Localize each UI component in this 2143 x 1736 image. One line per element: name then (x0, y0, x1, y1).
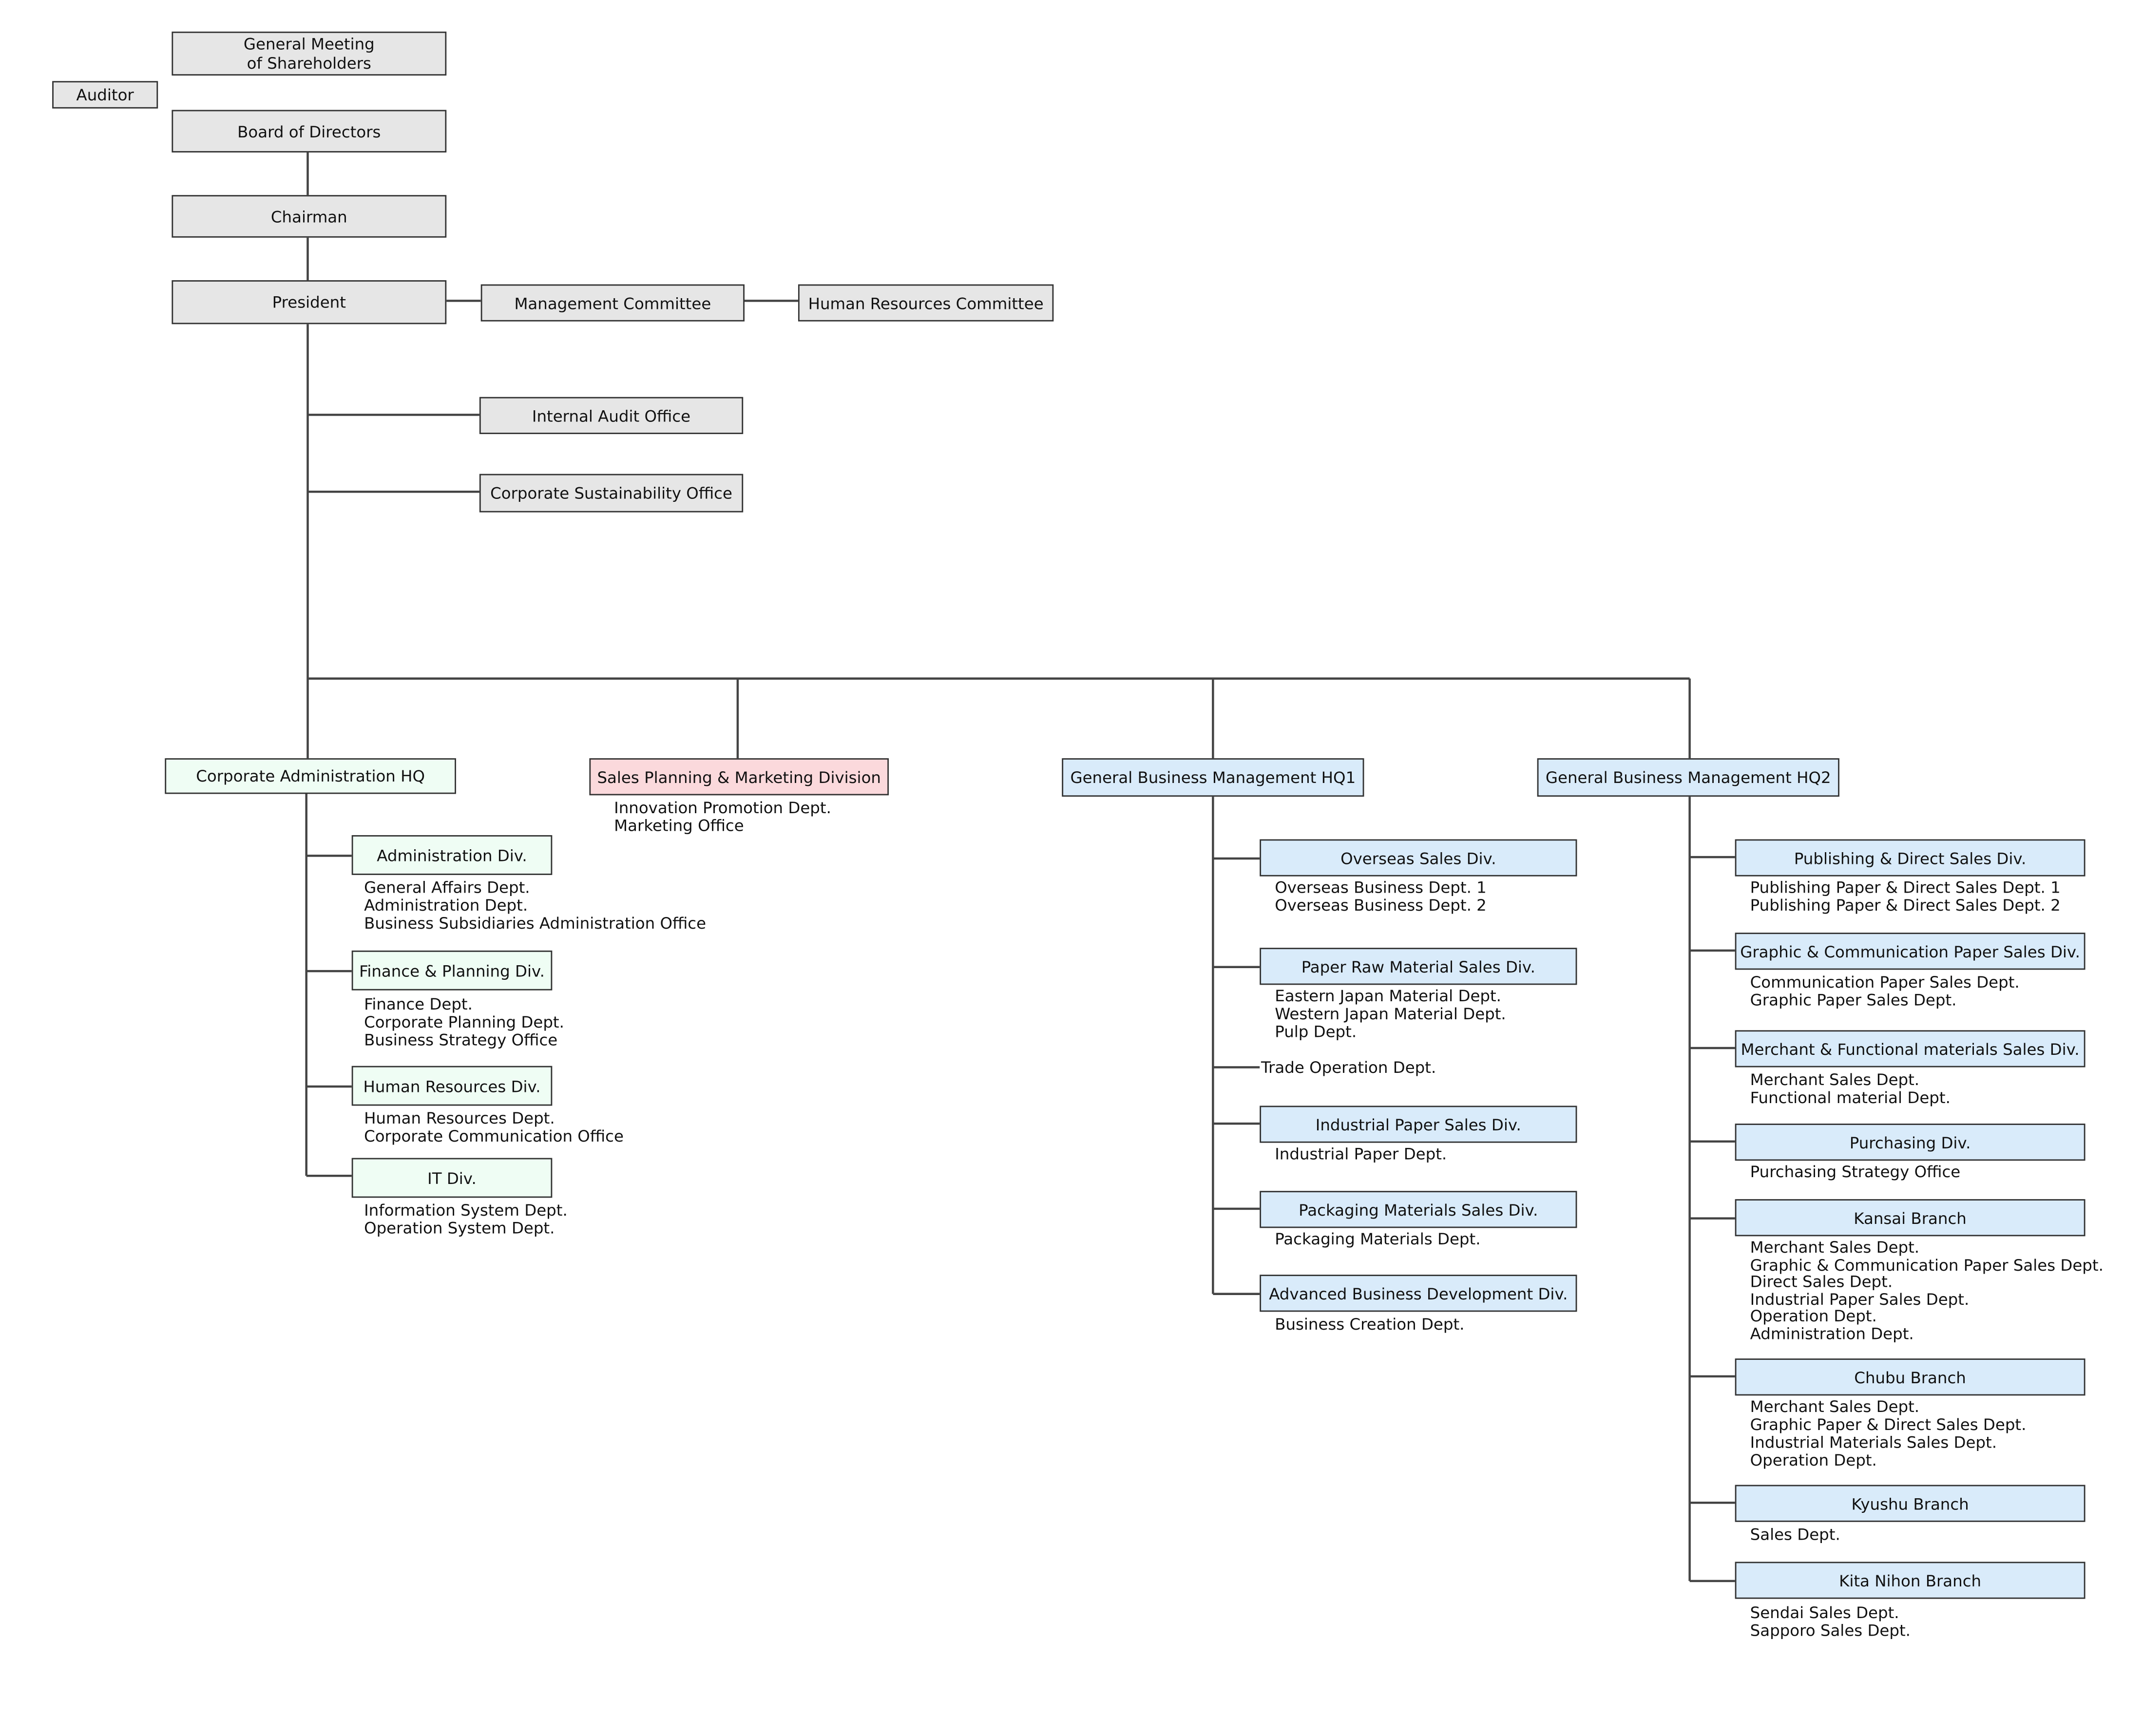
division-depts: Information System Dept.Operation System… (364, 1200, 568, 1238)
dept-item: Graphic & Communication Paper Sales Dept… (1750, 1255, 2104, 1274)
auditor-box: Auditor (52, 81, 158, 109)
dept-item: Purchasing Strategy Office (1750, 1162, 1961, 1182)
division-depts: Sendai Sales Dept.Sapporo Sales Dept. (1750, 1603, 1911, 1641)
dept-item: Eastern Japan Material Dept. (1275, 986, 1501, 1006)
hq2-division: Kyushu Branch (1735, 1485, 2086, 1522)
dept-item: Pulp Dept. (1275, 1022, 1357, 1041)
hq2-division: Purchasing Div. (1735, 1124, 2086, 1161)
corporate-admin-division: Administration Div. (351, 835, 553, 875)
division-depts: Packaging Materials Dept. (1275, 1229, 1481, 1249)
management-committee-box: Management Committee (480, 284, 745, 322)
hq2-division: Publishing & Direct Sales Div. (1735, 839, 2086, 877)
dept-item: Operation Dept. (1750, 1306, 1877, 1326)
hq1-division: Packaging Materials Sales Div. (1260, 1191, 1577, 1228)
dept-item: Human Resources Dept. (364, 1108, 555, 1128)
hq1-division: Paper Raw Material Sales Div. (1260, 948, 1577, 985)
dept-item: General Affairs Dept. (364, 878, 530, 897)
dept-item: Industrial Paper Sales Dept. (1750, 1289, 1970, 1309)
dept-item: Publishing Paper & Direct Sales Dept. 2 (1750, 896, 2061, 915)
dept-item: Graphic Paper & Direct Sales Dept. (1750, 1414, 2027, 1434)
dept-item: Corporate Communication Office (364, 1126, 624, 1146)
division-depts: Merchant Sales Dept.Functional material … (1750, 1071, 1951, 1107)
dept-item: Overseas Business Dept. 2 (1275, 896, 1487, 915)
division-depts: Merchant Sales Dept.Graphic Paper & Dire… (1750, 1398, 2027, 1470)
dept-item: Information System Dept. (364, 1200, 568, 1220)
general-meeting-box: General Meeting of Shareholders (172, 31, 447, 76)
division-depts: Purchasing Strategy Office (1750, 1162, 1961, 1182)
hq1-division: Overseas Sales Div. (1260, 839, 1577, 877)
hq2-division: Graphic & Communication Paper Sales Div. (1735, 933, 2086, 970)
internal-audit-box: Internal Audit Office (479, 397, 744, 434)
division-depts: Merchant Sales Dept.Graphic & Communicat… (1750, 1239, 2104, 1342)
dept-item: Sales Dept. (1750, 1525, 1840, 1544)
division-depts: Industrial Paper Dept. (1275, 1145, 1447, 1164)
sales-planning-depts: Innovation Promotion Dept.Marketing Offi… (614, 798, 831, 836)
board-box: Board of Directors (172, 110, 447, 153)
division-depts: Sales Dept. (1750, 1526, 1840, 1544)
dept-item: Business Subsidiaries Administration Off… (364, 913, 707, 933)
dept-item: Business Strategy Office (364, 1030, 558, 1049)
hq1-division: Industrial Paper Sales Div. (1260, 1106, 1577, 1143)
dept-item: Publishing Paper & Direct Sales Dept. 1 (1750, 878, 2061, 897)
dept-item: Merchant Sales Dept. (1750, 1238, 1920, 1257)
division-depts: Finance Dept.Corporate Planning Dept.Bus… (364, 994, 564, 1049)
corporate-admin-division: Finance & Planning Div. (351, 950, 553, 991)
hq2-division: Kansai Branch (1735, 1199, 2086, 1237)
division-depts: General Affairs Dept.Administration Dept… (364, 878, 707, 933)
hq2-box: General Business Management HQ2 (1537, 758, 1839, 797)
division-depts: Human Resources Dept.Corporate Communica… (364, 1108, 624, 1146)
dept-item: Innovation Promotion Dept. (614, 798, 831, 818)
dept-item: Operation System Dept. (364, 1218, 555, 1238)
dept-item: Communication Paper Sales Dept. (1750, 972, 2020, 992)
dept-item: Finance Dept. (364, 994, 473, 1014)
hq1-division: Advanced Business Development Div. (1260, 1275, 1577, 1312)
dept-item: Marketing Office (614, 816, 744, 836)
sales-planning-box: Sales Planning & Marketing Division (589, 758, 889, 796)
dept-item: Functional material Dept. (1750, 1087, 1951, 1107)
dept-item: Graphic Paper Sales Dept. (1750, 990, 1957, 1010)
hq1-box: General Business Management HQ1 (1062, 758, 1364, 797)
corporate-admin-division: Human Resources Div. (351, 1066, 553, 1106)
dept-item: Operation Dept. (1750, 1450, 1877, 1470)
dept-item: Merchant Sales Dept. (1750, 1070, 1920, 1089)
division-depts: Business Creation Dept. (1275, 1314, 1465, 1334)
chairman-box: Chairman (172, 195, 447, 238)
dept-item: Western Japan Material Dept. (1275, 1004, 1506, 1024)
dept-item: Direct Sales Dept. (1750, 1272, 1893, 1292)
corporate-admin-division: IT Div. (351, 1158, 553, 1198)
president-box: President (172, 280, 447, 324)
dept-item: Administration Dept. (364, 896, 528, 915)
corporate-admin-hq-box: Corporate Administration HQ (165, 758, 456, 794)
trade-operation-dept: Trade Operation Dept. (1261, 1057, 1436, 1077)
dept-item: Sendai Sales Dept. (1750, 1603, 1899, 1622)
dept-item: Industrial Materials Sales Dept. (1750, 1432, 1997, 1452)
dept-item: Sapporo Sales Dept. (1750, 1621, 1911, 1641)
dept-item: Packaging Materials Dept. (1275, 1229, 1481, 1249)
hq2-division: Merchant & Functional materials Sales Di… (1735, 1030, 2086, 1068)
hq2-division: Chubu Branch (1735, 1358, 2086, 1396)
dept-item: Corporate Planning Dept. (364, 1012, 564, 1032)
sustainability-box: Corporate Sustainability Office (479, 474, 744, 513)
division-depts: Communication Paper Sales Dept.Graphic P… (1750, 972, 2020, 1010)
dept-item: Business Creation Dept. (1275, 1314, 1465, 1334)
dept-item: Administration Dept. (1750, 1323, 1914, 1343)
hr-committee-box: Human Resources Committee (798, 284, 1054, 322)
dept-item: Merchant Sales Dept. (1750, 1397, 1920, 1416)
dept-item: Industrial Paper Dept. (1275, 1144, 1447, 1164)
dept-item: Overseas Business Dept. 1 (1275, 878, 1487, 897)
division-depts: Eastern Japan Material Dept.Western Japa… (1275, 986, 1506, 1041)
hq2-division: Kita Nihon Branch (1735, 1562, 2086, 1599)
